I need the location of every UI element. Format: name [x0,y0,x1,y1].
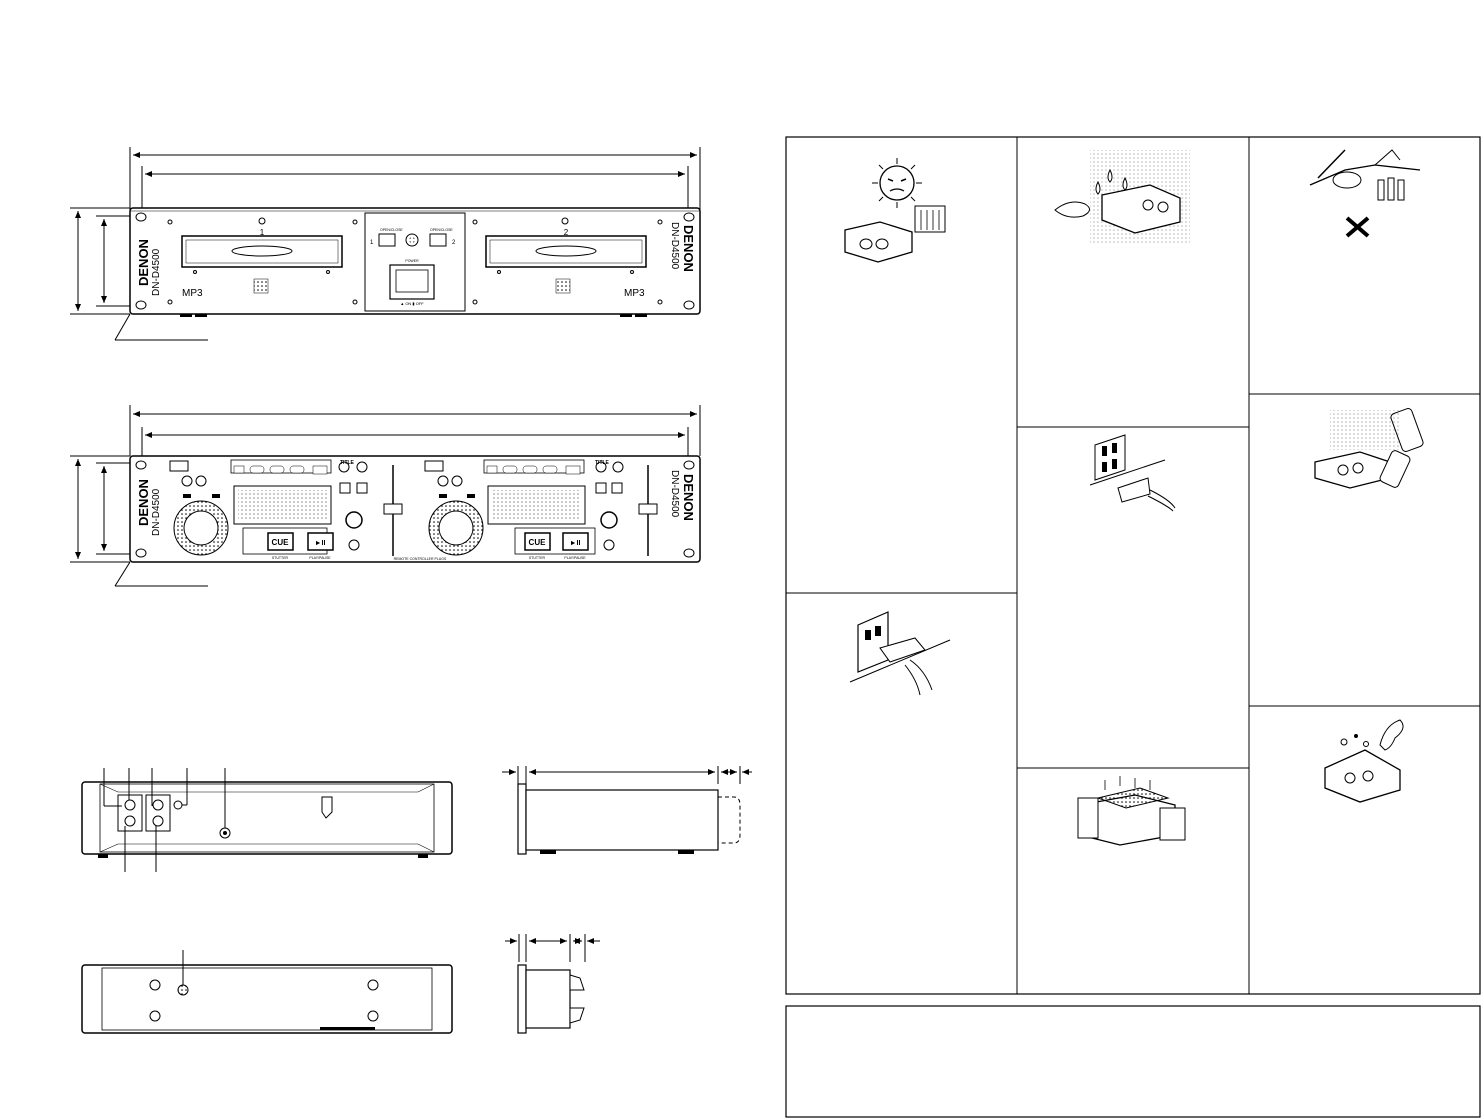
front-brand-right: DENON [681,225,696,272]
stutter-label-right: STUTTER [529,556,546,560]
stutter-label-left: STUTTER [272,556,289,560]
power-on-off-label: ▲ ON ▮ OFF [400,301,424,306]
front-view-diagram [70,147,701,341]
open-close-right-label: OPEN/CLOSE [430,228,453,232]
precautions-grid [785,136,1481,1118]
foreign-objects-icon [1309,149,1421,201]
sun-heat-icon [844,158,946,263]
front-brand-left: DENON [136,239,151,286]
play-pause-button-right: ►II [570,540,581,547]
cue-button-left: CUE [272,538,290,547]
humidity-dust-icon [1054,150,1190,245]
open-close-left-label: OPEN/CLOSE [380,228,403,232]
unplug-icon [849,611,951,696]
prohibited-x-icon [1345,216,1370,238]
title-label-left: TITLE [340,460,355,466]
controller-brand-right: DENON [681,474,696,521]
side-view-diagram [502,766,752,855]
mp3-logo-right: MP3 [624,288,645,299]
bottom-plate-diagram [81,950,453,1034]
power-label: POWER [405,259,419,263]
dropped-unit-icon [1324,719,1404,803]
center-num-1: 1 [370,240,374,246]
bracket-side-diagram [505,934,600,1034]
spray-icon [1314,408,1424,489]
play-pause-button-left: ►II [315,540,326,547]
controller-view-diagram [70,405,701,587]
slot-2-number: 2 [564,228,569,237]
cue-button-right: CUE [529,538,547,547]
slot-1-number: 1 [260,228,265,237]
front-model-left: DN-D4500 [151,248,162,296]
rear-view-diagram [81,768,453,872]
playmode-label-left: PLAY/PAUSE [309,556,331,560]
front-model-right: DN-D4500 [669,222,680,270]
title-label-right: TITLE [595,460,610,466]
controller-model-left: DN-D4500 [151,488,162,536]
power-outlet-icon [1089,434,1176,512]
controller-model-right: DN-D4500 [669,470,680,518]
center-num-2: 2 [452,240,456,246]
mp3-logo-left: MP3 [182,288,203,299]
controller-brand-left: DENON [136,479,151,526]
remote-plugs-label: REMOTE CONTROLLER PLUGS [394,557,447,561]
ventilation-icon [1077,776,1186,846]
playmode-label-right: PLAY/PAUSE [564,556,586,560]
